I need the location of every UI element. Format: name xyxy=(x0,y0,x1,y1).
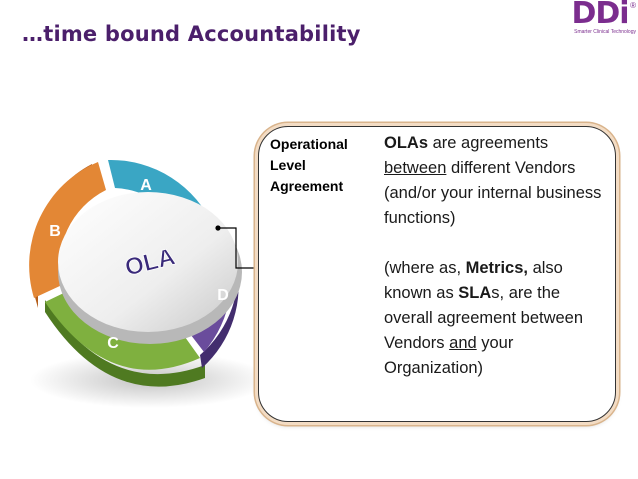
connector-dot-start xyxy=(215,225,220,230)
sla-note-paragraph: (where as, Metrics, also known as SLAs, … xyxy=(384,256,604,381)
ola-definition-paragraph: OLAs are agreements between different Ve… xyxy=(384,131,604,231)
ola-callout-box: Operational Level Agreement OLAs are agr… xyxy=(258,126,616,422)
metrics-term: Metrics, xyxy=(466,259,528,277)
ola-text-1: are agreements xyxy=(428,134,548,152)
segment-c-label: C xyxy=(107,335,119,352)
callout-label: Operational Level Agreement xyxy=(270,134,370,197)
sla-text-1: (where as, xyxy=(384,259,466,277)
segment-d-label: D xyxy=(217,287,229,304)
segment-a-label: A xyxy=(140,177,152,194)
sla-term: SLA xyxy=(458,284,491,302)
segment-b-label: B xyxy=(49,223,61,240)
between-underlined: between xyxy=(384,159,446,177)
paragraph-gap xyxy=(384,231,604,256)
and-underlined: and xyxy=(449,334,477,352)
callout-body: OLAs are agreements between different Ve… xyxy=(384,131,604,381)
ola-term: OLAs xyxy=(384,134,428,152)
